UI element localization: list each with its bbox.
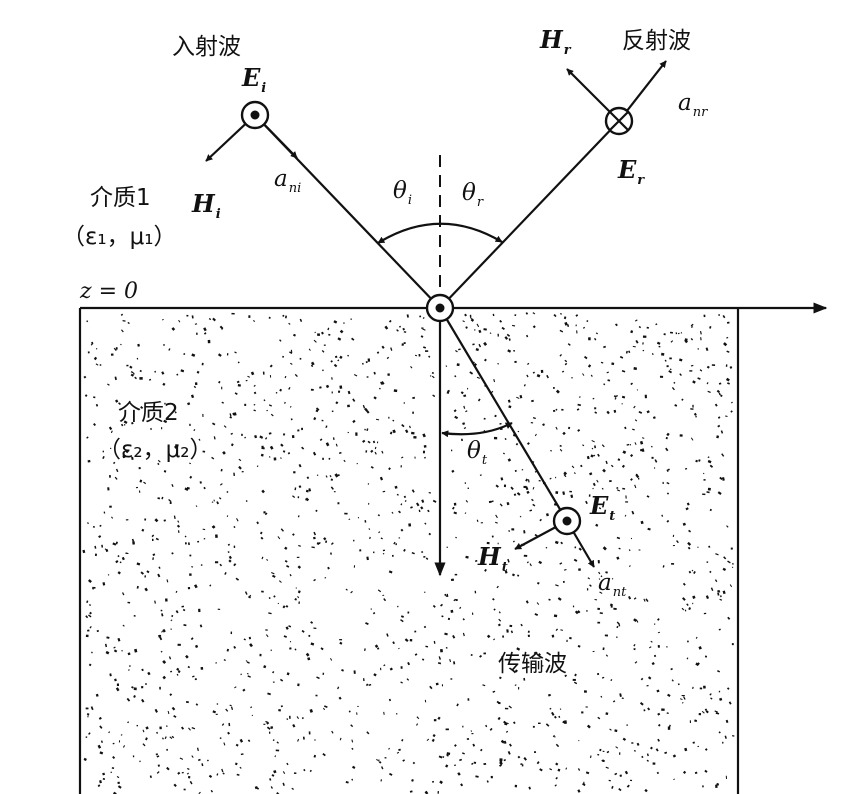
transmitted-e-out-of-page-icon	[552, 506, 582, 536]
medium2-label: 介质2	[118, 400, 179, 426]
transmitted-e-label: Et	[589, 491, 615, 524]
reflected-e-into-page-icon	[604, 106, 634, 136]
transmitted-direction-label: ant	[598, 570, 627, 600]
medium2-region	[80, 308, 738, 794]
incident-h-label: Hi	[191, 189, 221, 222]
medium2-params-label: （ε₂，μ₂）	[98, 437, 213, 463]
transmitted-ray	[439, 307, 568, 522]
reflected-direction-label: anr	[678, 90, 708, 120]
transmission-angle-arc	[441, 422, 513, 438]
reflection-angle-label: θr	[462, 180, 484, 210]
interface-equation-label: z = 0	[79, 279, 138, 304]
incidence-angle-label: θi	[393, 178, 412, 208]
reflected-ray	[439, 120, 620, 309]
incidence-reflection-angle-arc	[377, 222, 503, 244]
origin-out-of-page-icon	[425, 293, 455, 323]
reflected-e-label: Er	[617, 155, 645, 188]
reflected-h-label: Hr	[539, 25, 572, 58]
transmitted-wave-label: 传输波	[498, 651, 567, 677]
reflected-wave-label: 反射波	[622, 28, 691, 54]
medium2-speckle-texture	[82, 312, 735, 794]
medium1-label: 介质1	[90, 185, 151, 211]
incident-e-out-of-page-icon	[240, 100, 270, 130]
medium1-params-label: （ε₁，μ₁）	[62, 224, 177, 250]
transmitted-h-label: Ht	[477, 542, 508, 575]
incident-e-label: Ei	[241, 63, 266, 96]
incident-wave-label: 入射波	[172, 34, 241, 60]
incident-direction-label: ani	[274, 166, 301, 196]
transmission-angle-label: θt	[467, 438, 488, 468]
